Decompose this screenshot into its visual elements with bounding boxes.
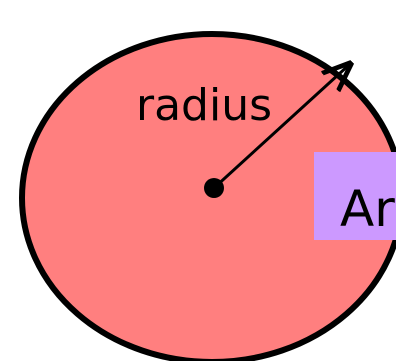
area-label: Ar [340, 180, 395, 238]
radius-arrow [212, 64, 350, 190]
circle-shape [19, 31, 396, 361]
radius-label: radius [136, 80, 272, 131]
center-dot [204, 178, 224, 198]
area-label-box [314, 152, 396, 240]
